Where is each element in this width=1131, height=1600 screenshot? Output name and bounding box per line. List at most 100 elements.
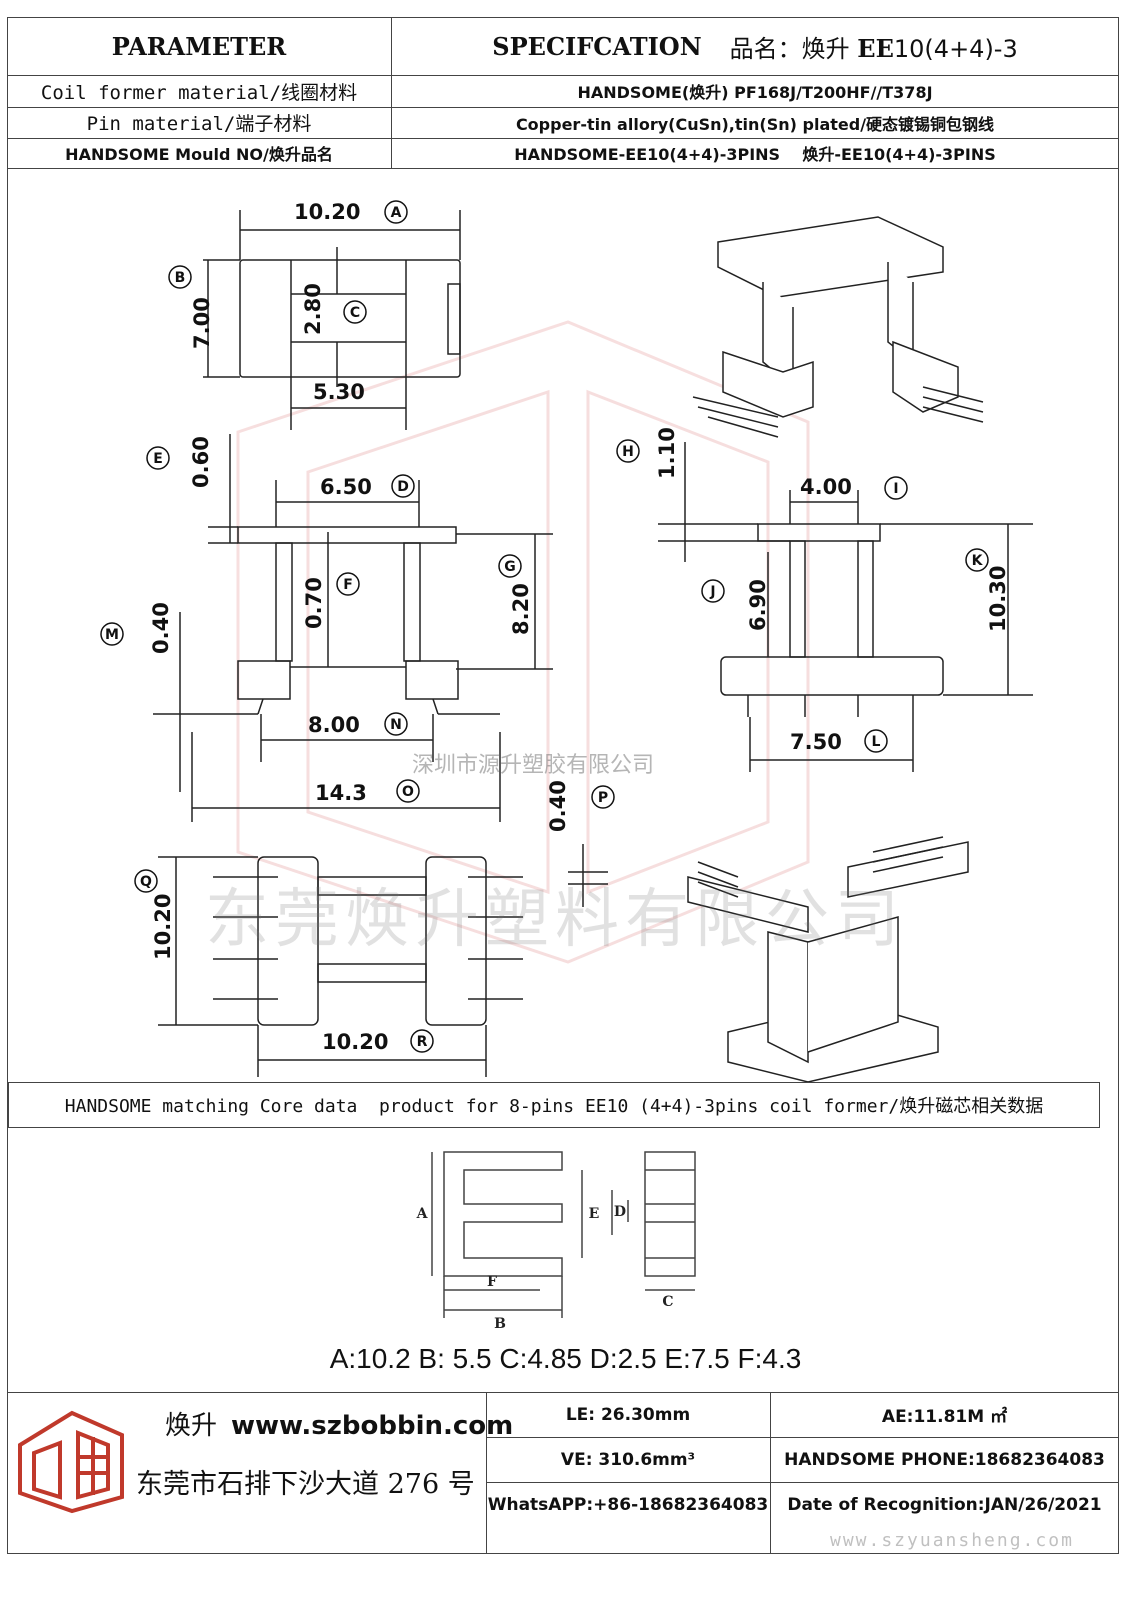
- footer-divider: [486, 1437, 1119, 1438]
- svg-text:E: E: [153, 451, 163, 467]
- document-frame: [7, 17, 1119, 1554]
- dimension-h-value: 1.10: [655, 427, 679, 479]
- product-model: 10(4+4)-3: [893, 34, 1018, 63]
- side-view: [568, 442, 1033, 907]
- marker-g: G: [498, 554, 522, 578]
- footer-divider: [486, 1482, 1119, 1483]
- dimension-unlabeled-value: 5.30: [313, 380, 365, 404]
- table-divider: [7, 138, 1119, 139]
- param-pin-material: Pin material/端子材料: [86, 113, 312, 135]
- core-diagram: A B C D E F: [416, 1151, 696, 1330]
- top-view-labels: 10.20 7.00 2.80 5.30: [190, 200, 365, 404]
- core-label-b: B: [494, 1316, 506, 1330]
- dimension-o-value: 14.3: [315, 781, 367, 805]
- watermark-company-small: 深圳市源升塑胶有限公司: [412, 753, 655, 778]
- value-coil-material: HANDSOME(焕升) PF168J/T200HF//T378J: [577, 83, 933, 102]
- whatsapp-value: WhatsAPP:+86-18682364083: [487, 1494, 769, 1515]
- bottom-view-labels: 10.20 10.20: [151, 894, 388, 1054]
- svg-text:O: O: [402, 784, 414, 800]
- svg-text:J: J: [709, 584, 715, 600]
- core-values: A:10.2 B: 5.5 C:4.85 D:2.5 E:7.5 F:4.3: [329, 1343, 802, 1374]
- svg-text:G: G: [504, 559, 516, 575]
- phone-value: HANDSOME PHONE:18682364083: [784, 1449, 1105, 1470]
- marker-l: L: [864, 729, 888, 753]
- svg-text:L: L: [872, 734, 881, 750]
- marker-q: Q: [134, 869, 158, 893]
- footer-divider: [7, 1392, 1119, 1393]
- product-name-label: 品名：焕升: [729, 34, 850, 63]
- ve-value: VE: 310.6mm³: [560, 1449, 696, 1470]
- core-label-d: D: [614, 1204, 626, 1220]
- marker-e: E: [146, 446, 170, 470]
- dimension-q-value: 10.20: [151, 894, 175, 960]
- marker-h: H: [616, 439, 640, 463]
- company-logo: [18, 1410, 124, 1514]
- marker-c: C: [343, 300, 367, 324]
- table-divider: [7, 75, 1119, 76]
- core-label-c: C: [662, 1294, 673, 1310]
- watermark-company-large: 东莞焕升塑料有限公司: [205, 883, 905, 957]
- marker-k: K: [965, 548, 989, 572]
- marker-n: N: [384, 712, 408, 736]
- product-name: 品名：焕升 EE10(4+4)-3: [730, 29, 1018, 64]
- marker-j: J: [701, 579, 725, 603]
- marker-p: P: [591, 785, 615, 809]
- website-link[interactable]: www.szbobbin.com: [231, 1411, 514, 1441]
- watermark-url: www.szyuansheng.com: [830, 1530, 1074, 1551]
- svg-text:K: K: [972, 553, 984, 569]
- core-section-title: HANDSOME matching Core data product for …: [64, 1096, 1044, 1117]
- core-section-title-box: HANDSOME matching Core data product for …: [8, 1082, 1100, 1128]
- dimension-b-value: 7.00: [190, 297, 214, 349]
- parameter-header: PARAMETER: [111, 31, 287, 61]
- svg-text:M: M: [105, 627, 119, 643]
- dimension-j-value: 6.90: [746, 579, 770, 631]
- specification-header: SPECIFCATION 品名：焕升 EE10(4+4)-3: [391, 17, 1119, 75]
- core-label-e: E: [589, 1206, 600, 1222]
- ae-value: AE:11.81M ㎡: [881, 1407, 1008, 1427]
- svg-text:A: A: [391, 205, 402, 221]
- company-address: 东莞市石排下沙大道 276 号: [136, 1469, 475, 1500]
- marker-r: R: [410, 1029, 434, 1053]
- svg-text:C: C: [350, 305, 360, 321]
- dimension-r-value: 10.20: [322, 1030, 388, 1054]
- iso-top-right: [692, 216, 984, 438]
- svg-text:Q: Q: [140, 874, 152, 890]
- table-divider: [7, 168, 1119, 169]
- svg-text:F: F: [343, 577, 353, 593]
- dimension-l-value: 7.50: [790, 730, 842, 754]
- side-view-labels: 1.10 4.00 6.90 10.30 7.50 0.40: [546, 427, 1010, 832]
- value-pin-material: Copper-tin allory(CuSn),tin(Sn) plated/硬…: [515, 114, 995, 134]
- front-view-labels: 6.50 0.60 0.70 8.20 0.40 8.00 14.3: [149, 436, 533, 805]
- dimension-d-value: 6.50: [320, 475, 372, 499]
- front-view: [153, 434, 553, 822]
- svg-text:I: I: [893, 481, 898, 497]
- svg-text:B: B: [175, 270, 186, 286]
- marker-b: B: [168, 265, 192, 289]
- dimension-n-value: 8.00: [308, 713, 360, 737]
- iso-bottom-right: [687, 836, 969, 1083]
- param-coil-material: Coil former material/线圈材料: [40, 81, 358, 104]
- svg-text:R: R: [417, 1034, 428, 1050]
- table-divider: [7, 107, 1119, 108]
- marker-o: O: [396, 779, 420, 803]
- date-value: Date of Recognition:JAN/26/2021: [787, 1494, 1102, 1515]
- dimension-a-value: 10.20: [294, 200, 360, 224]
- dimension-f-value: 0.70: [302, 577, 326, 629]
- isometric-views: [687, 216, 984, 1083]
- marker-f: F: [336, 572, 360, 596]
- bottom-view: [158, 856, 523, 1077]
- dimension-g-value: 8.20: [509, 583, 533, 635]
- product-model-prefix: EE: [857, 33, 894, 63]
- dimension-p-value: 0.40: [546, 780, 570, 832]
- background-logo-watermark: [236, 320, 810, 964]
- svg-text:N: N: [390, 717, 402, 733]
- marker-d: D: [391, 474, 415, 498]
- specification-title: SPECIFCATION: [492, 31, 702, 61]
- marker-m: M: [100, 622, 124, 646]
- dimension-m-value: 0.40: [149, 602, 173, 654]
- dimension-k-value: 10.30: [986, 566, 1010, 632]
- le-value: LE: 26.30mm: [565, 1404, 691, 1425]
- dimension-c-value: 2.80: [301, 283, 325, 335]
- svg-text:P: P: [598, 790, 608, 806]
